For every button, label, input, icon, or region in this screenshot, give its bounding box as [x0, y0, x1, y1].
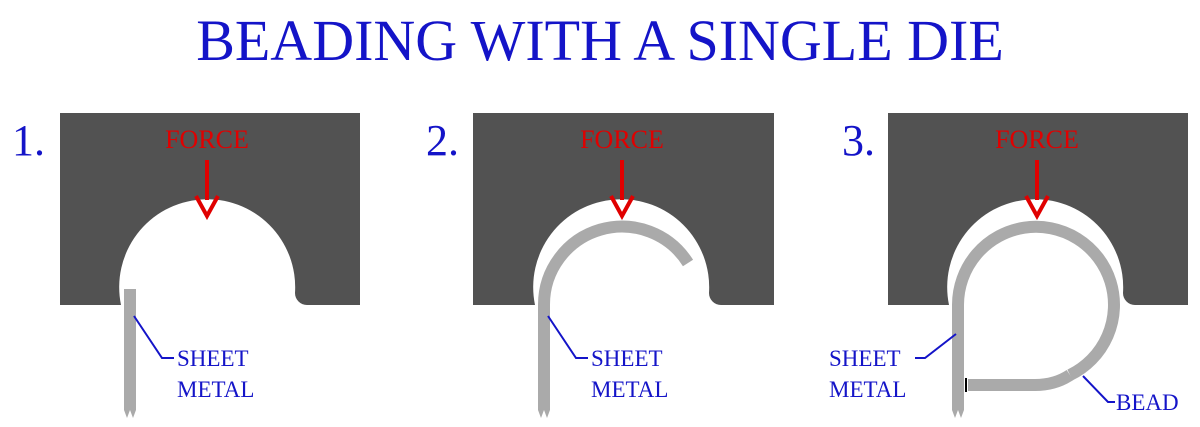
die	[888, 113, 1188, 305]
callout-label: BEAD	[1116, 390, 1179, 415]
callout-label: METAL	[591, 377, 668, 402]
die	[60, 113, 360, 305]
callout-label: METAL	[829, 377, 906, 402]
force-label: FORCE	[165, 125, 249, 154]
callout-label: SHEET	[591, 346, 663, 371]
force-arrow	[609, 160, 635, 221]
bead-callout: BEAD	[1082, 375, 1179, 415]
force-arrow	[1024, 160, 1050, 221]
bead	[965, 369, 1074, 392]
sheet-metal-strip	[951, 220, 1120, 418]
leader-line	[547, 315, 588, 359]
force-label: FORCE	[995, 125, 1079, 154]
panel-1: 1. FORCE SHEET METAL	[12, 113, 360, 418]
callout-label: SHEET	[829, 346, 901, 371]
sheet-metal-strip	[124, 289, 136, 418]
leader-line	[133, 315, 174, 359]
panel-2: 2. FORCE SHEET METAL	[426, 113, 774, 418]
die	[473, 113, 774, 305]
force-arrow	[194, 160, 220, 221]
sheet-metal-strip	[537, 220, 694, 418]
leader-line	[1082, 375, 1115, 403]
diagram-title: BEADING WITH A SINGLE DIE	[196, 8, 1004, 73]
callout-label: METAL	[177, 377, 254, 402]
leader-line	[915, 333, 957, 359]
step-number: 1.	[12, 116, 45, 165]
panel-3: 3. FORCE SHEET METAL BEAD	[829, 113, 1188, 418]
callout-label: SHEET	[177, 346, 249, 371]
force-label: FORCE	[580, 125, 664, 154]
sheet-metal-callout: SHEET METAL	[829, 333, 957, 402]
step-number: 2.	[426, 116, 459, 165]
sheet-metal-callout: SHEET METAL	[133, 315, 254, 402]
step-number: 3.	[842, 116, 875, 165]
sheet-metal-callout: SHEET METAL	[547, 315, 668, 402]
